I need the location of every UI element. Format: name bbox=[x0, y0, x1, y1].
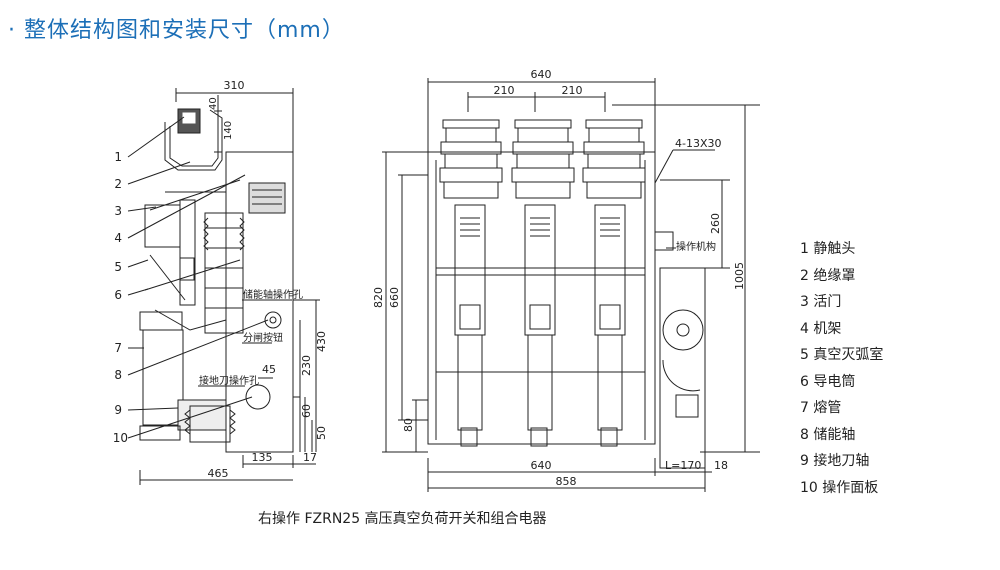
dim-140: 140 bbox=[223, 121, 234, 140]
callout-1: 1 bbox=[114, 150, 122, 164]
title-bullet: · bbox=[8, 18, 16, 43]
dim-230: 230 bbox=[300, 355, 313, 376]
dim-50: 50 bbox=[315, 426, 328, 440]
dim-80: 80 bbox=[402, 418, 415, 432]
storage-hole-label: 储能轴操作孔 bbox=[243, 288, 303, 301]
callout-3: 3 bbox=[114, 204, 122, 218]
holes-label: 4-13X30 bbox=[675, 137, 722, 150]
dim-858: 858 bbox=[556, 475, 577, 488]
dim-17: 17 bbox=[303, 451, 317, 464]
callout-7: 7 bbox=[114, 341, 122, 355]
dim-45: 45 bbox=[262, 363, 276, 376]
dim-210-left: 210 bbox=[494, 84, 515, 97]
legend-item: 6 导电筒 bbox=[800, 373, 856, 390]
title-text: 整体结构图和安装尺寸（mm） bbox=[24, 18, 345, 43]
front-view bbox=[382, 78, 760, 492]
legend-item: 4 机架 bbox=[800, 320, 842, 337]
mechanism-label: 操作机构 bbox=[676, 240, 716, 253]
callout-5: 5 bbox=[114, 260, 122, 274]
callout-10: 10 bbox=[113, 431, 128, 445]
callout-8: 8 bbox=[114, 368, 122, 382]
callout-9: 9 bbox=[114, 403, 122, 417]
legend-item: 8 储能轴 bbox=[800, 426, 856, 443]
legend-item: 7 熔管 bbox=[800, 400, 842, 416]
legend-item: 9 接地刀轴 bbox=[800, 453, 870, 469]
legend-item: 10 操作面板 bbox=[800, 479, 879, 496]
dim-40: 40 bbox=[208, 97, 219, 110]
dim-820: 820 bbox=[372, 287, 385, 308]
dim-465: 465 bbox=[208, 467, 229, 480]
dim-640-top: 640 bbox=[531, 68, 552, 81]
page-title: · 整体结构图和安装尺寸（mm） bbox=[8, 12, 345, 44]
dim-310: 310 bbox=[224, 79, 245, 92]
dim-660: 660 bbox=[388, 287, 401, 308]
side-view-callouts: 1 2 3 4 5 6 7 8 9 10 bbox=[113, 150, 128, 445]
dim-1005: 1005 bbox=[733, 262, 746, 290]
dim-260: 260 bbox=[709, 213, 722, 234]
callout-4: 4 bbox=[114, 231, 122, 245]
legend-item: 3 活门 bbox=[800, 294, 842, 310]
dim-640-bottom: 640 bbox=[531, 459, 552, 472]
side-view bbox=[127, 88, 320, 485]
legend-item: 2 绝缘罩 bbox=[800, 267, 856, 284]
ground-hole-label: 接地刀操作孔 bbox=[199, 374, 259, 387]
dim-210-right: 210 bbox=[562, 84, 583, 97]
dim-l170: L=170 bbox=[665, 459, 701, 472]
dim-60: 60 bbox=[300, 404, 313, 418]
dim-18: 18 bbox=[714, 459, 728, 472]
callout-6: 6 bbox=[114, 288, 122, 302]
legend-item: 1 静触头 bbox=[800, 241, 856, 257]
parts-legend: 1 静触头 2 绝缘罩 3 活门 4 机架 5 真空灭弧室 6 导电筒 7 熔管… bbox=[800, 236, 883, 501]
legend-item: 5 真空灭弧室 bbox=[800, 347, 884, 363]
figure-caption: 右操作 FZRN25 高压真空负荷开关和组合电器 bbox=[258, 511, 547, 527]
dim-430: 430 bbox=[315, 331, 328, 352]
callout-2: 2 bbox=[114, 177, 122, 191]
side-view-dim-labels: 310 40 140 430 230 45 60 50 135 17 465 储… bbox=[199, 79, 328, 480]
dim-135: 135 bbox=[252, 451, 273, 464]
front-view-dim-labels: 640 210 210 4-13X30 260 1005 820 660 80 … bbox=[372, 68, 746, 488]
open-button-label: 分闸按钮 bbox=[243, 331, 283, 344]
